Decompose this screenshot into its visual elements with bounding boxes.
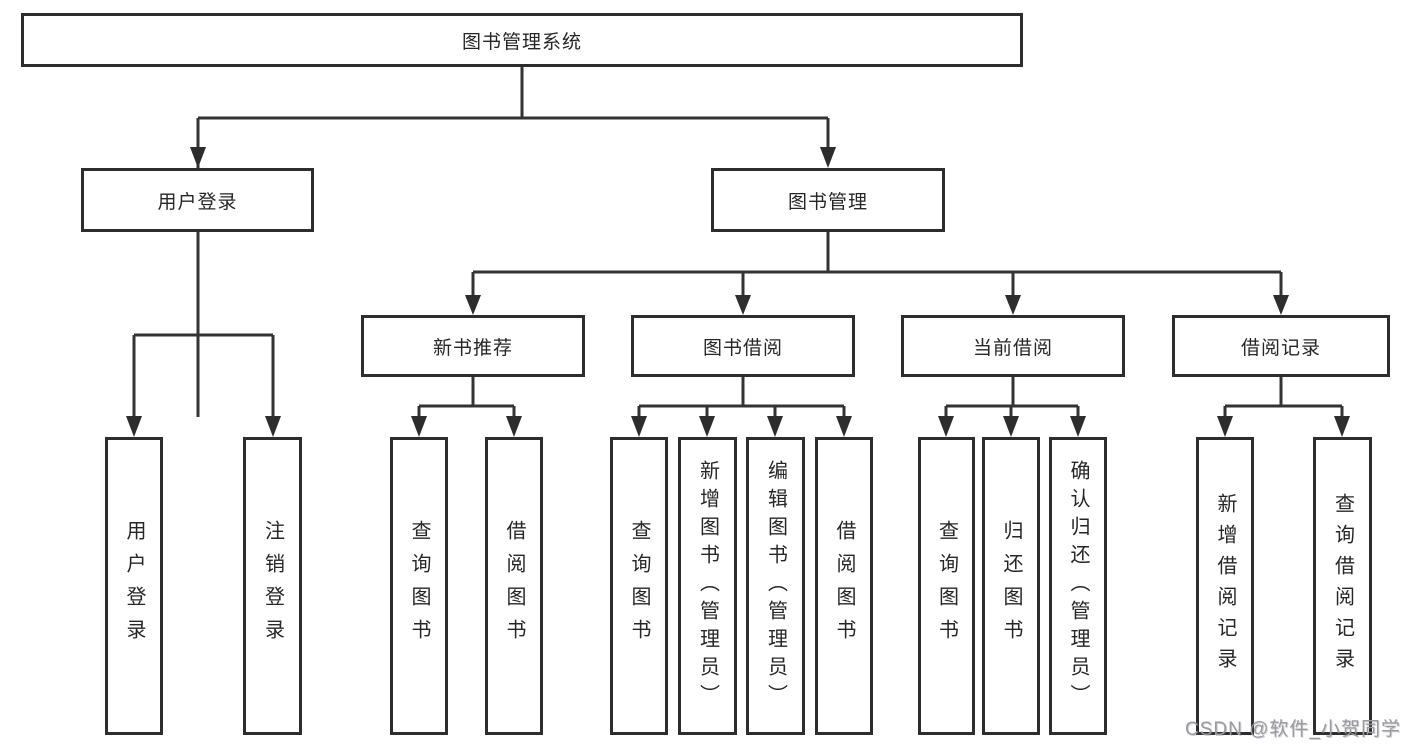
node-label: 借阅图书 — [833, 520, 855, 652]
node-label: 查询借阅记录 — [1331, 493, 1354, 679]
leaf-add-borrow-record: 新增借阅记录 — [1196, 437, 1254, 735]
leaf-query-books-2: 查询图书 — [610, 437, 668, 735]
node-label: 查询图书 — [408, 520, 430, 652]
connector-new-book-recommend-children — [417, 377, 516, 417]
connector-book-borrow-children — [637, 377, 846, 417]
node-label: 归还图书 — [1000, 520, 1022, 652]
leaf-return-books: 归还图书 — [982, 437, 1040, 735]
node-label: 图书管理 — [787, 191, 868, 213]
leaf-confirm-return-admin: 确认归还（管理员） — [1049, 437, 1107, 735]
leaf-user-login: 用户登录 — [105, 437, 163, 735]
node-current-borrow: 当前借阅 — [901, 315, 1125, 377]
node-new-book-recommend: 新书推荐 — [361, 315, 585, 377]
node-label: 图书管理系统 — [461, 31, 582, 53]
node-label: 新增图书（管理员） — [696, 460, 719, 712]
connector-root-to-level2 — [196, 66, 830, 417]
node-label: 当前借阅 — [972, 337, 1053, 359]
node-label: 用户登录 — [123, 520, 145, 652]
leaf-edit-book-admin: 编辑图书（管理员） — [746, 437, 805, 735]
leaf-logout: 注销登录 — [243, 437, 302, 735]
leaf-borrow-books-2: 借阅图书 — [815, 437, 873, 735]
node-label: 查询图书 — [628, 520, 650, 652]
node-label: 确认归还（管理员） — [1067, 460, 1089, 712]
node-label: 注销登录 — [261, 520, 284, 652]
node-label: 图书借阅 — [702, 337, 783, 359]
connector-user-login-children — [132, 232, 275, 417]
node-borrow-record: 借阅记录 — [1172, 315, 1390, 377]
node-label: 编辑图书（管理员） — [764, 460, 787, 712]
leaf-query-books-3: 查询图书 — [918, 437, 975, 735]
leaf-add-book-admin: 新增图书（管理员） — [678, 437, 737, 735]
csdn-watermark: CSDN @软件_小贺同学 — [1185, 719, 1401, 740]
node-label: 借阅图书 — [503, 520, 525, 652]
node-label: 用户登录 — [157, 191, 238, 213]
node-label: 查询图书 — [935, 520, 958, 652]
leaf-query-borrow-record: 查询借阅记录 — [1313, 437, 1372, 735]
leaf-query-books-1: 查询图书 — [390, 437, 448, 735]
connector-borrow-record-children — [1223, 377, 1344, 417]
connector-book-management-children — [471, 232, 1283, 296]
arrowheads — [126, 147, 1350, 437]
node-label: 借阅记录 — [1240, 337, 1321, 359]
node-user-login: 用户登录 — [81, 168, 314, 232]
node-book-borrow: 图书借阅 — [631, 315, 855, 377]
node-book-management: 图书管理 — [711, 168, 945, 232]
connector-current-borrow-children — [944, 377, 1080, 417]
leaf-borrow-books-1: 借阅图书 — [485, 437, 543, 735]
node-label: 新增借阅记录 — [1214, 493, 1236, 679]
node-library-management-system: 图书管理系统 — [21, 13, 1023, 67]
node-label: 新书推荐 — [432, 337, 513, 359]
